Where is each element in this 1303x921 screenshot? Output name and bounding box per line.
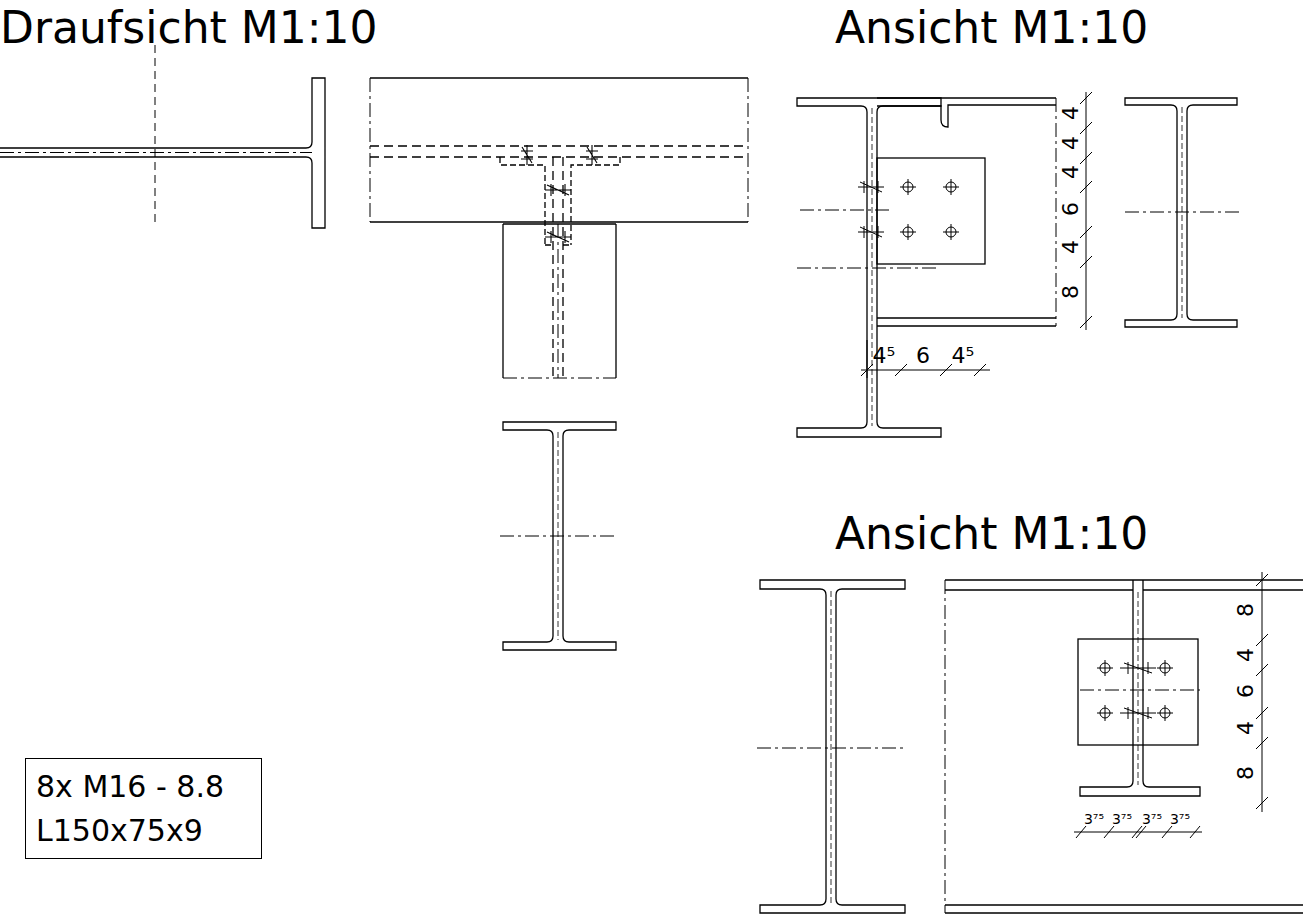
dimension-label: 4 [1235, 648, 1257, 662]
centerline [800, 210, 890, 211]
beam-plan [503, 224, 616, 378]
note-text: 8x M16 - 8.8 [36, 765, 251, 809]
bolt-symbols [521, 145, 598, 243]
break-line [945, 580, 946, 913]
beam-elevation [945, 580, 1303, 913]
dimension-label: 4 [1060, 165, 1082, 179]
bolt-holes [858, 179, 959, 240]
dimension-label: 4 [1060, 240, 1082, 254]
dimension-label: 4 [1235, 721, 1257, 735]
dimension-label: 6 [1235, 684, 1257, 698]
view-title: Ansicht M1:10 [835, 512, 1148, 556]
break-line [370, 78, 371, 222]
break-line [748, 78, 749, 222]
i-section [797, 98, 941, 437]
angle-plan [500, 157, 620, 245]
centerline [558, 224, 559, 378]
hidden-line [155, 45, 156, 225]
dimension-label: 4 [1060, 106, 1082, 120]
dimension-label: 4 [1060, 136, 1082, 150]
dimension-label: 3⁷⁵ [1084, 812, 1104, 826]
dimension-label: 6 [916, 345, 930, 367]
break-line [1056, 98, 1057, 326]
i-section [760, 580, 905, 913]
hidden-web [370, 156, 748, 157]
centerline [0, 152, 312, 153]
hidden-web [370, 145, 748, 146]
dimension-lines [861, 92, 1092, 378]
dimension-label: 4⁵ [873, 345, 896, 367]
view-title: Draufsicht M1:10 [0, 6, 378, 50]
angle-plate [1078, 639, 1198, 745]
view-title: Ansicht M1:10 [835, 6, 1148, 50]
angle-plate [877, 158, 985, 264]
dimension-label: 3⁷⁵ [1142, 812, 1162, 826]
note-box: 8x M16 - 8.8L150x75x9 [25, 758, 262, 859]
centerline [757, 748, 905, 749]
dimension-label: 8 [1235, 766, 1257, 780]
centerline [1125, 212, 1240, 213]
dimension-label: 8 [1235, 603, 1257, 617]
dimension-label: 4⁵ [952, 345, 975, 367]
dimension-lines [1074, 572, 1268, 838]
dimension-label: 3⁷⁵ [1170, 812, 1190, 826]
flange-edge [370, 221, 748, 222]
dimension-label: 3⁷⁵ [1112, 812, 1132, 826]
centerline [1080, 690, 1200, 691]
centerline [500, 536, 616, 537]
beam-elevation [877, 98, 1056, 326]
beam-plan [0, 78, 325, 228]
dimension-label: 6 [1060, 202, 1082, 216]
dimension-label: 8 [1060, 285, 1082, 299]
i-section [1080, 580, 1200, 796]
flange-edge [370, 77, 748, 78]
break-line [503, 378, 616, 379]
centerline [797, 268, 940, 269]
note-text: L150x75x9 [36, 809, 251, 853]
